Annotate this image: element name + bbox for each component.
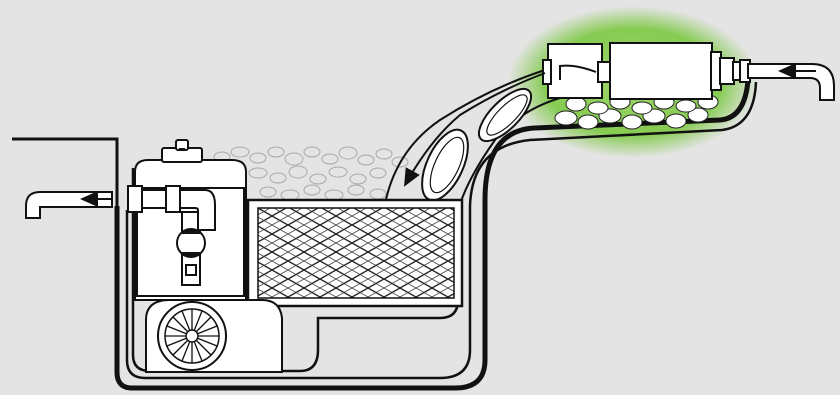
gravel-stream <box>213 146 409 201</box>
submersible-pump <box>145 299 283 373</box>
flow-arrow-stream <box>404 72 546 187</box>
flow-arrow-uv <box>559 64 597 80</box>
check-valve <box>176 211 206 286</box>
uv-clarifier-unit <box>542 42 751 100</box>
filter-mat-bed <box>246 198 464 308</box>
inlet-pipe <box>747 63 835 101</box>
pond-liner <box>114 79 758 391</box>
vault-wall <box>131 168 460 373</box>
ground-line <box>12 137 119 206</box>
